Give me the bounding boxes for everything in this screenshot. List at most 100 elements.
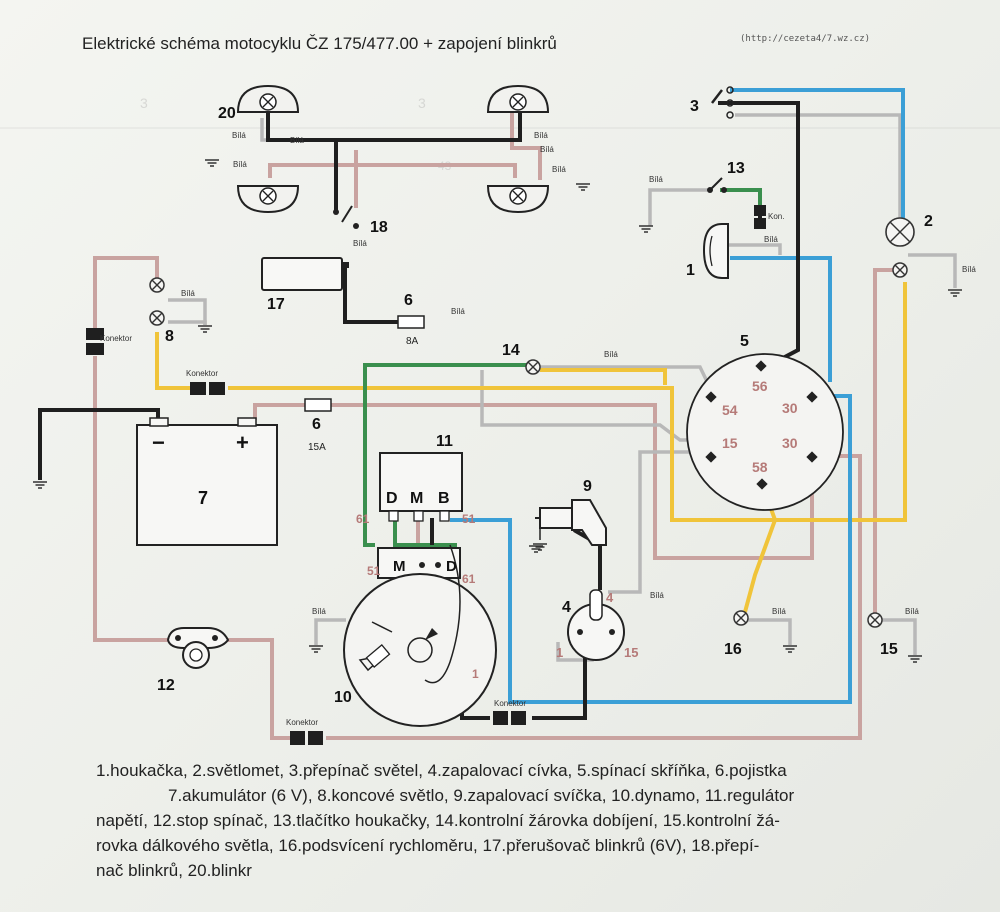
label-14: 14 [502,342,520,359]
label-bila: Bílá [232,131,246,140]
label-konektor: Konektor [100,334,132,343]
fuse-15a-rating: 15A [308,442,326,453]
label-10: 10 [334,689,352,706]
speedometer-lamp [733,610,749,626]
blinker-front-right [487,85,549,113]
high-beam-lamp [867,612,883,628]
light-switch [711,86,734,119]
label-12: 12 [157,677,175,694]
label-bila: Bílá [552,165,566,174]
coil-1: 1 [556,645,563,660]
headlight [885,217,915,278]
legend-line: 7.akumulátor (6 V), 8.koncové světlo, 9.… [168,786,795,805]
label-15: 15 [880,641,898,658]
label-bila: Bílá [353,239,367,248]
label-bila: Bílá [604,350,618,359]
blinker-rear-left [237,185,299,213]
regulator-51: 51 [462,512,476,526]
label-konektor: Konektor [494,699,526,708]
wires-blue [450,88,905,704]
fuse-8a-rating: 8A [406,336,419,347]
regulator-b: B [438,490,450,507]
label-11: 11 [436,433,453,450]
voltage-regulator [379,452,463,522]
diagram-title: Elektrické schéma motocyklu ČZ 175/477.0… [82,34,557,53]
label-bila: Bílá [650,591,664,600]
label-bila: Bílá [649,175,663,184]
connector-left [86,328,104,355]
label-18: 18 [370,219,388,236]
blinker-front-left [237,85,299,113]
terminal-15: 15 [722,435,738,451]
dynamo-51: 51 [367,564,381,578]
label-bila: Bílá [962,265,976,274]
coil-4: 4 [606,590,614,605]
label-1: 1 [686,262,695,279]
dynamo-61: 61 [462,572,476,586]
blinker-rear-right [487,185,549,213]
legend-line: rovka dálkového světla, 16.podsvícení ry… [96,836,760,855]
label-4: 4 [562,599,571,616]
ignition-coil [567,589,625,661]
label-bila: Bílá [534,131,548,140]
connector-bottom-left [290,731,323,745]
label-bila: Bílá [290,136,304,145]
connector-bottom-mid [493,711,526,725]
battery-plus: + [236,430,249,455]
horn [702,223,729,279]
source-url: (http://cezeta4/7.wz.cz) [740,34,871,44]
terminal-54: 54 [722,402,738,418]
fuse-15a [304,398,332,412]
label-3: 3 [690,98,699,115]
horn-button [707,177,727,193]
legend-line: 1.houkačka, 2.světlomet, 3.přepínač svět… [96,761,787,780]
dynamo-m: M [393,558,406,575]
label-6-lower: 6 [312,416,321,433]
terminal-58: 58 [752,459,768,475]
label-bila: Bílá [540,145,554,154]
spark-plug [532,499,607,551]
label-8: 8 [165,328,174,345]
regulator-m: M [410,490,423,507]
connector-mid [190,382,225,395]
charge-indicator-lamp [525,359,541,375]
tail-light-upper [149,277,165,293]
dynamo [343,544,497,727]
label-9: 9 [583,478,592,495]
tail-light-lower [149,310,165,326]
regulator-61: 61 [356,512,370,526]
label-bila: Bílá [181,289,195,298]
svg-text:3: 3 [140,95,148,111]
connector-kon [754,205,766,229]
label-20: 20 [218,105,236,122]
label-5: 5 [740,333,749,350]
terminal-56: 56 [752,378,768,394]
coil-15: 15 [624,645,638,660]
label-konektor: Konektor [286,718,318,727]
flasher-unit [261,257,349,291]
label-bila: Bílá [451,307,465,316]
label-13: 13 [727,160,745,177]
battery-minus: − [152,430,165,455]
svg-text:3: 3 [418,95,426,111]
dynamo-d: D [446,558,457,575]
ignition-switch-box [686,353,844,511]
label-konektor: Konektor [186,369,218,378]
legend-line: napětí, 12.stop spínač, 13.tlačítko houk… [96,811,780,830]
label-16: 16 [724,641,742,658]
blinker-switch [333,205,359,229]
label-bila: Bílá [772,607,786,616]
label-17: 17 [267,296,285,313]
stop-switch [166,627,230,669]
dynamo-1: 1 [472,667,479,681]
fuse-8a [397,315,425,329]
label-6-upper: 6 [404,292,413,309]
battery [136,417,278,546]
label-2: 2 [924,213,933,230]
regulator-d: D [386,490,398,507]
label-bila: Bílá [233,160,247,169]
label-bila: Bílá [905,607,919,616]
wires-pink [93,92,900,740]
